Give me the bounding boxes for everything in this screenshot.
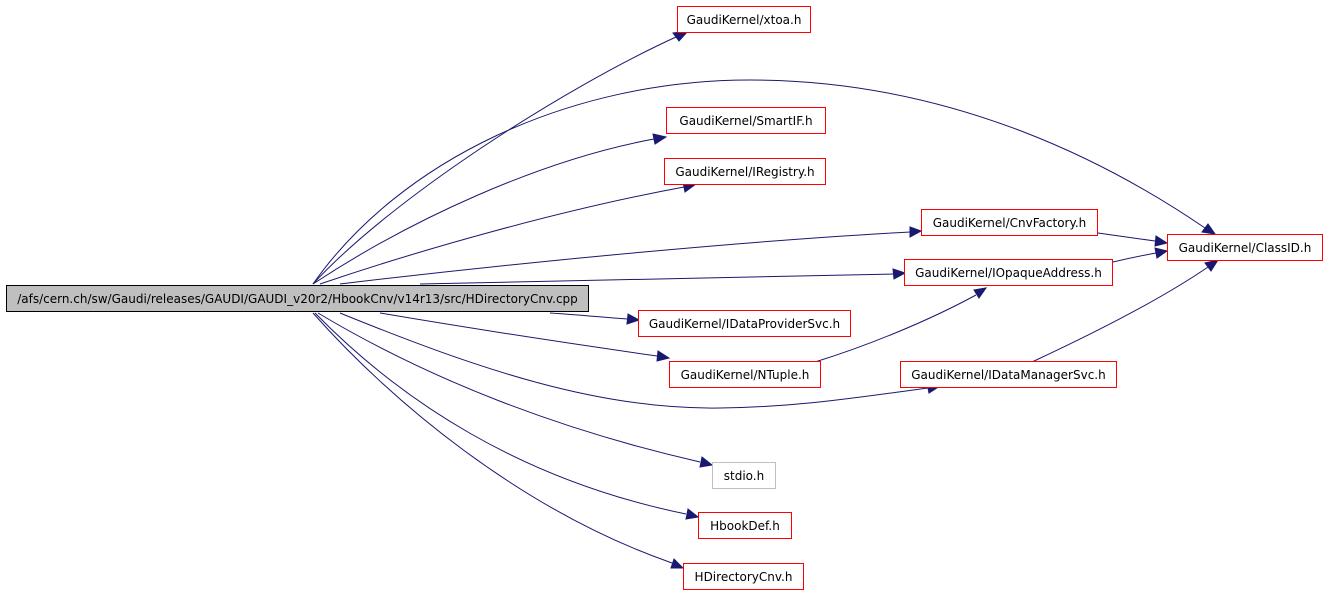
edge-root-smartif [312, 133, 668, 285]
node-hbookdef[interactable]: HbookDef.h [698, 512, 792, 539]
edge-idatamanagersvc-classid [1031, 259, 1220, 363]
edge-root-iopaqueaddress [419, 268, 907, 285]
node-smartif[interactable]: GaudiKernel/SmartIF.h [666, 107, 826, 134]
node-stdio: stdio.h [712, 462, 776, 489]
node-xtoa[interactable]: GaudiKernel/xtoa.h [677, 6, 811, 33]
edge-iopaqueaddress-classid [1112, 247, 1169, 263]
edge-root-stdio [317, 312, 714, 468]
edge-root-classid [312, 79, 1217, 285]
edge-ntuple-iopaqueaddress [814, 287, 988, 363]
edge-root-iregistry [319, 181, 698, 285]
node-idatamanagersvc[interactable]: GaudiKernel/IDataManagerSvc.h [900, 361, 1117, 388]
node-classid[interactable]: GaudiKernel/ClassID.h [1167, 234, 1323, 261]
edge-root-cnvfactory [339, 226, 923, 285]
edge-cnvfactory-classid [1097, 232, 1169, 247]
edge-root-hdirectorycnv [312, 312, 685, 569]
node-idataprovidersvc[interactable]: GaudiKernel/IDataProviderSvc.h [638, 310, 851, 337]
edge-root-hbookdef [314, 312, 700, 520]
edge-root-ntuple [379, 312, 671, 362]
node-iopaqueaddress[interactable]: GaudiKernel/IOpaqueAddress.h [904, 259, 1113, 286]
node-cnvfactory[interactable]: GaudiKernel/CnvFactory.h [921, 209, 1098, 236]
edge-root-xtoa [312, 30, 690, 285]
edge-root-idataprovidersvc [549, 312, 641, 325]
node-iregistry[interactable]: GaudiKernel/IRegistry.h [664, 158, 826, 185]
node-hdirectorycnv[interactable]: HDirectoryCnv.h [683, 563, 804, 590]
root-file-node: /afs/cern.ch/sw/Gaudi/releases/GAUDI/GAU… [6, 285, 589, 312]
node-ntuple[interactable]: GaudiKernel/NTuple.h [669, 361, 821, 388]
